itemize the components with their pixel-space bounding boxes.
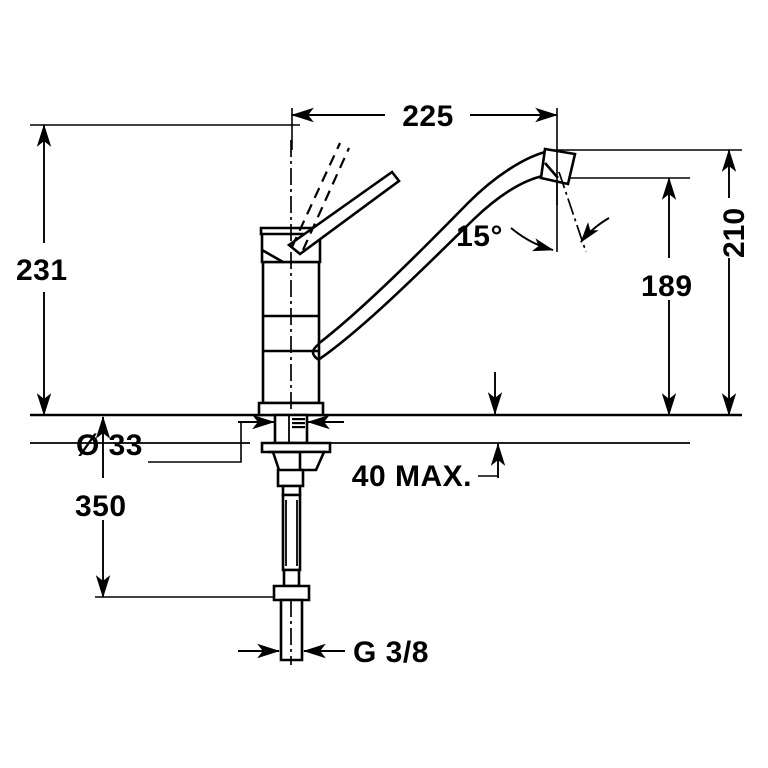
diameter-callout-33: Ø 33	[76, 414, 344, 463]
thread-hatching	[292, 418, 305, 429]
counter-thickness-callout: 40 MAX.	[352, 443, 506, 493]
dimension-189: 189	[641, 177, 693, 416]
dimension-label-diameter-33: Ø 33	[76, 429, 143, 462]
dimension-label-189: 189	[641, 270, 693, 303]
dimension-label-350: 350	[75, 490, 127, 523]
supply-tube	[272, 493, 311, 662]
dimension-label-g38: G 3/8	[353, 636, 429, 669]
counter-surface	[30, 372, 742, 444]
lever-handle-raised	[291, 142, 351, 251]
dimension-label-210: 210	[718, 208, 751, 258]
dimension-label-40-max: 40 MAX.	[352, 460, 472, 493]
dimension-label-15-deg: 15°	[456, 220, 503, 253]
dimension-225: 225	[291, 100, 558, 133]
dimension-label-225: 225	[402, 100, 454, 133]
dimension-231: 231	[16, 124, 68, 416]
dimension-350: 350	[75, 416, 127, 598]
mounting-hardware	[260, 413, 332, 497]
angle-callout-15: 15°	[456, 150, 610, 253]
thread-callout-g38: G 3/8	[238, 636, 429, 669]
swivel-spout	[311, 150, 546, 362]
dimension-210: 210	[718, 149, 751, 416]
lever-handle	[286, 170, 401, 256]
dimension-label-231: 231	[16, 254, 68, 287]
aerator	[539, 147, 577, 186]
